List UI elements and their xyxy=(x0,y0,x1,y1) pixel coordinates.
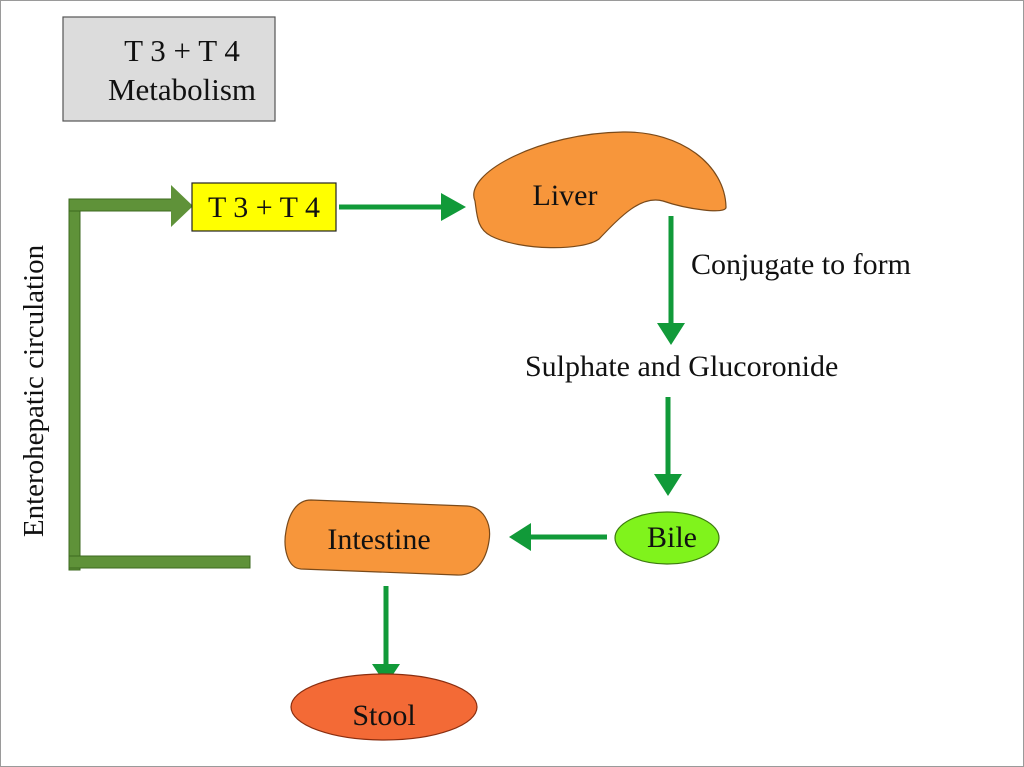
intestine-label: Intestine xyxy=(327,523,430,556)
bile-shape xyxy=(614,511,720,565)
stool-node: Stool xyxy=(290,673,478,741)
loop-top-bar xyxy=(68,198,174,212)
intestine-shape xyxy=(284,499,491,576)
title-box-bg xyxy=(62,16,276,122)
intestine-node: Intestine xyxy=(284,499,491,576)
conjugate-label: Conjugate to form xyxy=(691,248,911,281)
t3t4-box xyxy=(191,182,337,232)
sulphate-label: Sulphate and Glucoronide xyxy=(525,350,838,383)
stool-shape xyxy=(290,673,478,741)
stool-label: Stool xyxy=(352,699,415,732)
t3t4-node: T 3 + T 4 xyxy=(191,182,337,232)
title-line1: T 3 + T 4 xyxy=(124,33,240,68)
bile-node: Bile xyxy=(614,511,720,565)
bile-label: Bile xyxy=(647,521,697,554)
loop-arrowhead xyxy=(171,185,193,227)
loop-vertical-bar xyxy=(68,198,81,571)
loop-bottom-bar xyxy=(68,555,251,569)
t3t4-label: T 3 + T 4 xyxy=(208,191,320,224)
enterohepatic-loop xyxy=(68,185,251,571)
arrowhead-bile xyxy=(654,474,682,496)
liver-shape xyxy=(473,131,727,249)
arrowhead-sulphate xyxy=(657,323,685,345)
title-line2: Metabolism xyxy=(108,72,256,107)
liver-label: Liver xyxy=(533,179,598,212)
enterohepatic-label: Enterohepatic circulation xyxy=(18,244,50,537)
arrowhead-intestine xyxy=(509,523,531,551)
arrowhead-liver xyxy=(441,193,466,221)
liver-node: Liver xyxy=(473,131,727,249)
title-box: T 3 + T 4 Metabolism xyxy=(62,16,276,122)
